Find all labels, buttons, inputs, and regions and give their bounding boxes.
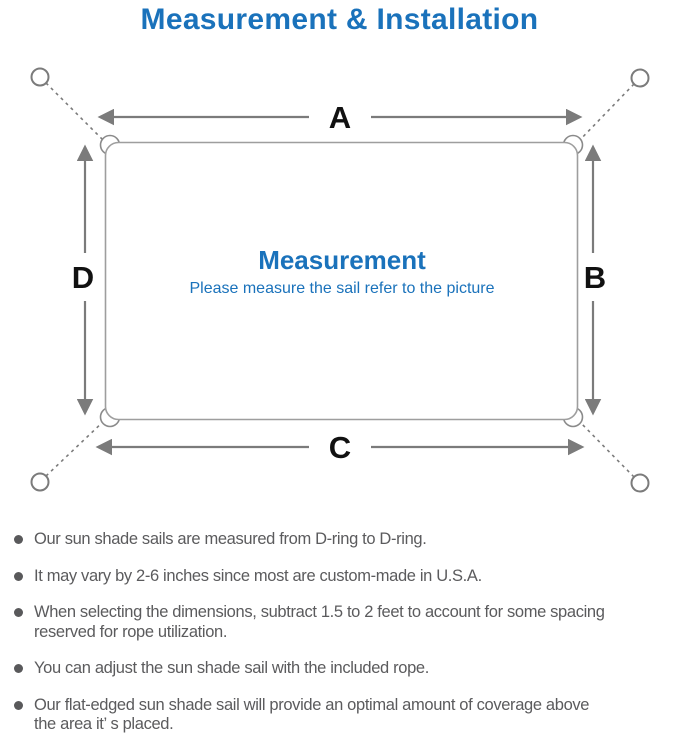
- tension-line-bottom-left: [45, 418, 107, 477]
- dimension-label-b: B: [584, 260, 606, 295]
- tension-line-top-left: [45, 82, 107, 144]
- anchor-point-bottom-left: [30, 472, 50, 492]
- dimension-label-a: A: [329, 100, 351, 135]
- anchor-point-bottom-right: [630, 473, 650, 493]
- note-text: When selecting the dimensions, subtract …: [34, 603, 605, 641]
- list-item: When selecting the dimensions, subtract …: [14, 603, 677, 642]
- dimension-label-c: C: [329, 430, 351, 465]
- note-text: You can adjust the sun shade sail with t…: [34, 659, 429, 677]
- note-text: Our sun shade sails are measured from D-…: [34, 530, 427, 548]
- note-text: Our flat-edged sun shade sail will provi…: [34, 695, 590, 734]
- bullet-icon: [14, 571, 23, 581]
- diagram-center-heading: Measurement: [258, 245, 426, 275]
- list-item: You can adjust the sun shade sail with t…: [14, 659, 677, 679]
- tension-line-bottom-right: [576, 418, 635, 478]
- note-text: It may vary by 2-6 inches since most are…: [34, 566, 482, 585]
- page-title: Measurement & Installation: [140, 3, 539, 36]
- anchor-point-top-left: [30, 67, 50, 87]
- bullet-icon: [14, 535, 23, 544]
- bullet-icon: [14, 700, 23, 710]
- list-item: Our sun shade sails are measured from D-…: [14, 530, 677, 550]
- tension-line-top-right: [576, 83, 635, 144]
- shade-sail-outline: [104, 141, 579, 421]
- dimension-label-d: D: [72, 260, 94, 295]
- notes-list: Our sun shade sails are measured from D-…: [14, 530, 677, 735]
- anchor-point-top-right: [630, 68, 650, 88]
- diagram-center-subtitle: Please measure the sail refer to the pic…: [189, 280, 494, 297]
- list-item: It may vary by 2-6 inches since most are…: [14, 567, 677, 587]
- list-item: Our flat-edged sun shade sail will provi…: [14, 696, 677, 735]
- bullet-icon: [14, 608, 23, 617]
- measurement-diagram: A C D B Measurement Please measure the s…: [30, 67, 650, 493]
- bullet-icon: [14, 664, 23, 673]
